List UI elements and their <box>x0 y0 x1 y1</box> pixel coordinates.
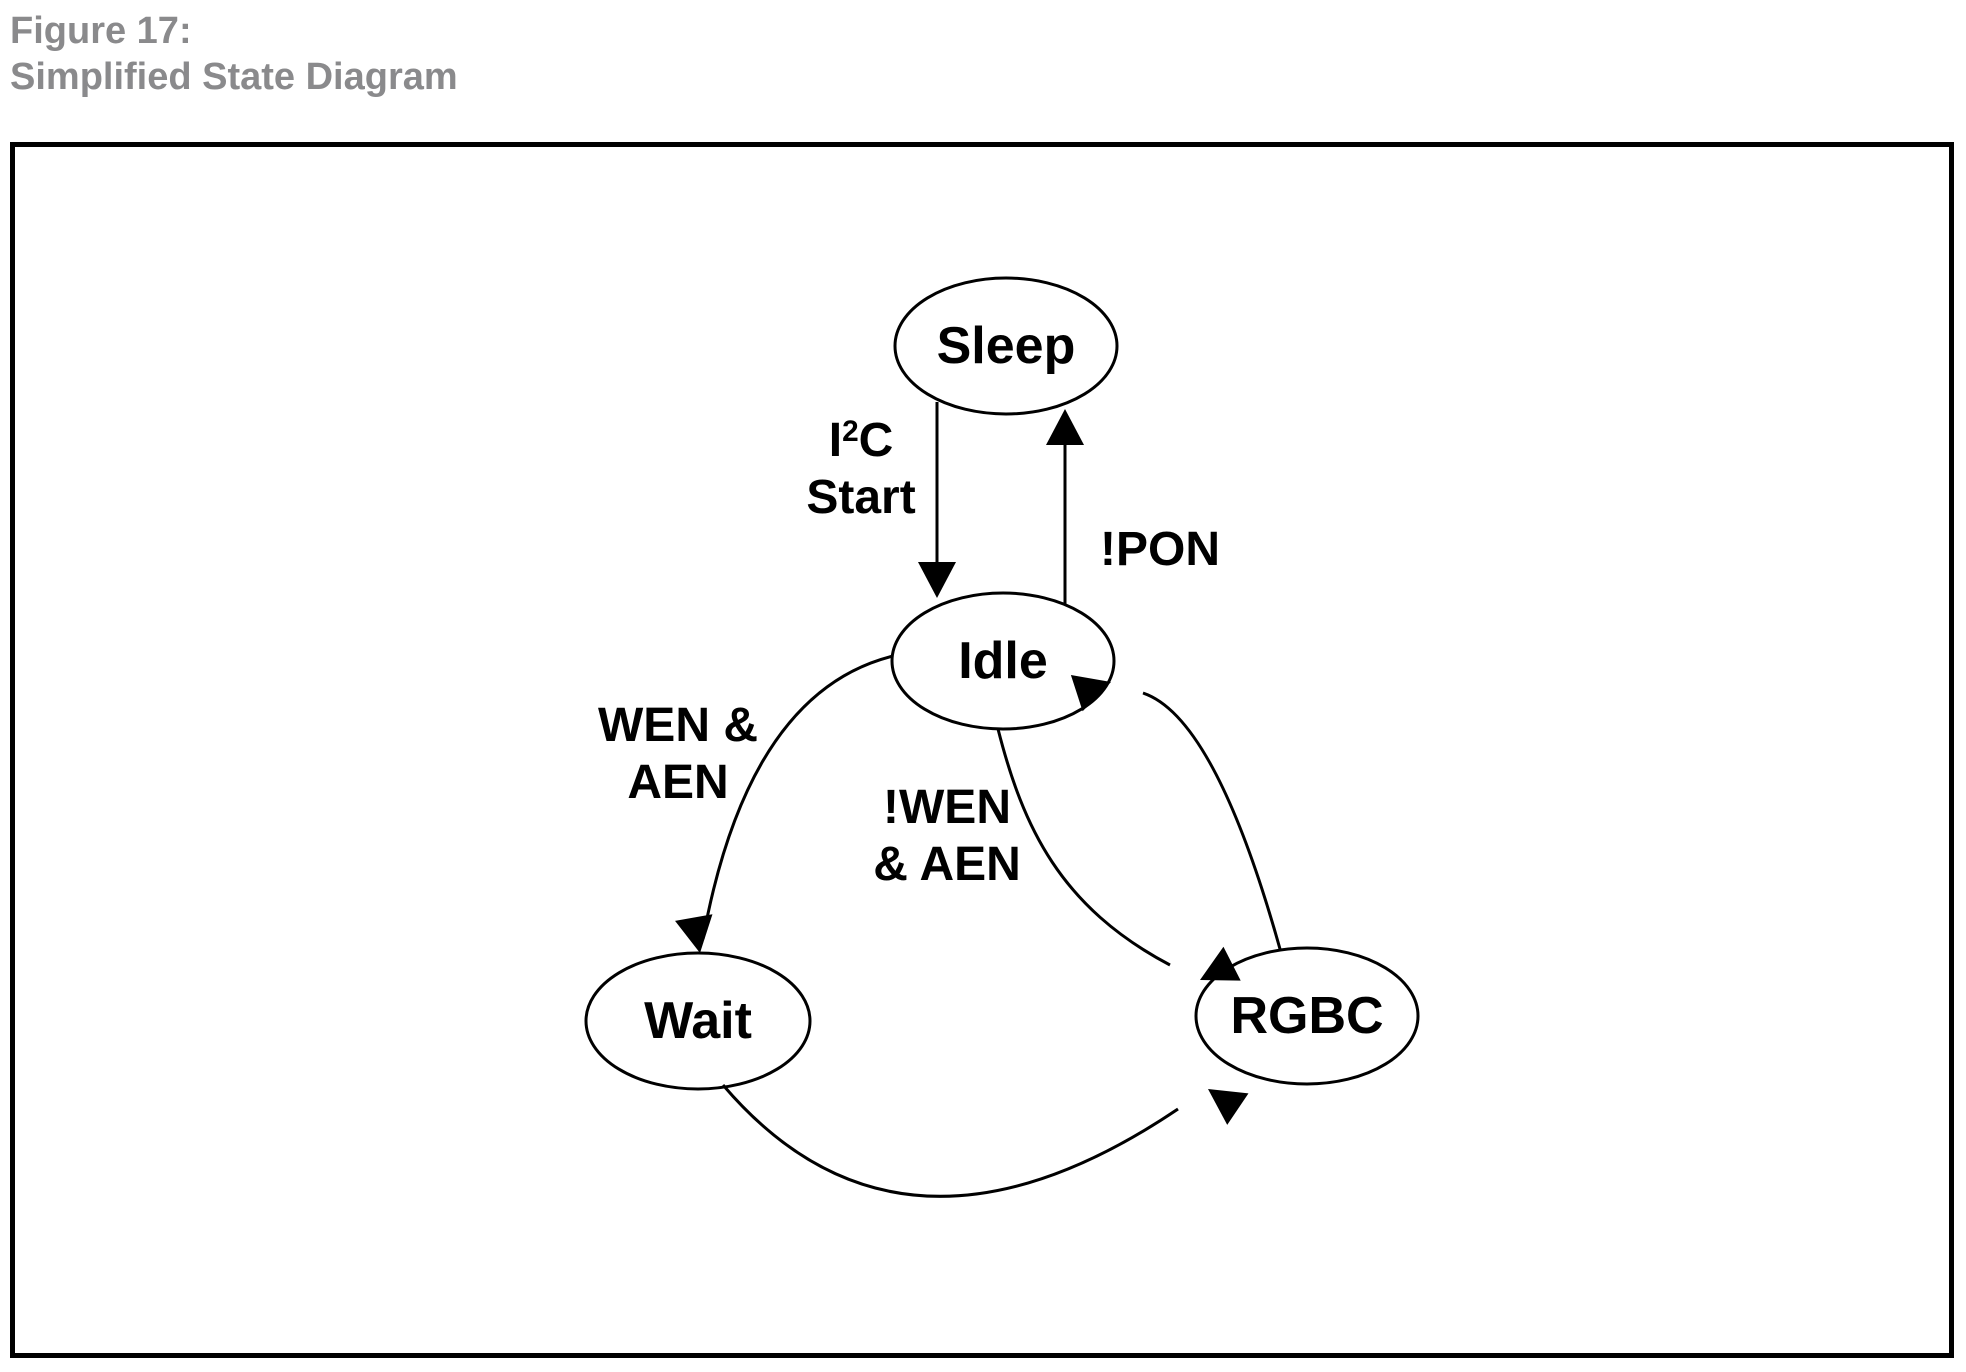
i2c-base: I <box>828 413 843 467</box>
transition-label-wen-aen-line1: WEN & <box>598 699 758 752</box>
i2c-suffix: C <box>858 413 894 467</box>
arrow-rgbc-to-idle-line <box>1142 691 1282 950</box>
arrow-idle-to-wait-line <box>701 654 894 940</box>
state-diagram-frame: Sleep Idle Wait RGBC I2C Start !PON WEN … <box>10 142 1954 1358</box>
transition-label-not-wen-aen-line2: & AEN <box>873 838 1021 891</box>
transition-label-i2c-line1: I2C <box>761 403 961 469</box>
arrowhead-idle-to-wait <box>675 914 713 953</box>
arrowhead-idle-to-sleep <box>1046 409 1084 445</box>
transition-label-pon: !PON <box>1100 523 1220 576</box>
arrow-wait-to-rgbc-line <box>721 1084 1179 1198</box>
transition-label-i2c-line2: Start <box>806 470 916 524</box>
arrow-idle-to-rgbc-line <box>996 728 1171 967</box>
state-label-sleep: Sleep <box>936 317 1076 375</box>
transition-label-wen-aen-line2: AEN <box>627 756 729 809</box>
state-ellipse-wait <box>584 951 812 1091</box>
transition-label-not-wen-aen-line1: !WEN <box>883 781 1011 834</box>
state-ellipse-idle <box>890 591 1116 731</box>
state-label-rgbc: RGBC <box>1230 987 1384 1045</box>
i2c-superscript: 2 <box>842 415 859 448</box>
figure-title: Simplified State Diagram <box>10 56 458 98</box>
figure-caption: Figure 17: Simplified State Diagram <box>10 8 458 100</box>
state-label-idle: Idle <box>958 632 1048 690</box>
arrowhead-wait-to-rgbc <box>1208 1089 1249 1125</box>
transition-label-wen-aen: WEN & AEN <box>578 697 778 811</box>
arrowhead-idle-to-rgbc <box>1200 946 1241 981</box>
arrowhead-rgbc-to-idle <box>1070 675 1111 712</box>
figure-number: Figure 17: <box>10 10 192 52</box>
transition-label-i2c-start: I2C Start <box>761 403 961 526</box>
transition-label-not-wen-aen: !WEN & AEN <box>847 779 1047 893</box>
state-ellipse-rgbc <box>1194 946 1420 1086</box>
state-diagram-canvas <box>584 276 1420 1198</box>
state-label-wait: Wait <box>644 992 752 1050</box>
state-ellipse-sleep <box>893 276 1119 416</box>
arrowhead-sleep-to-idle <box>918 562 956 598</box>
